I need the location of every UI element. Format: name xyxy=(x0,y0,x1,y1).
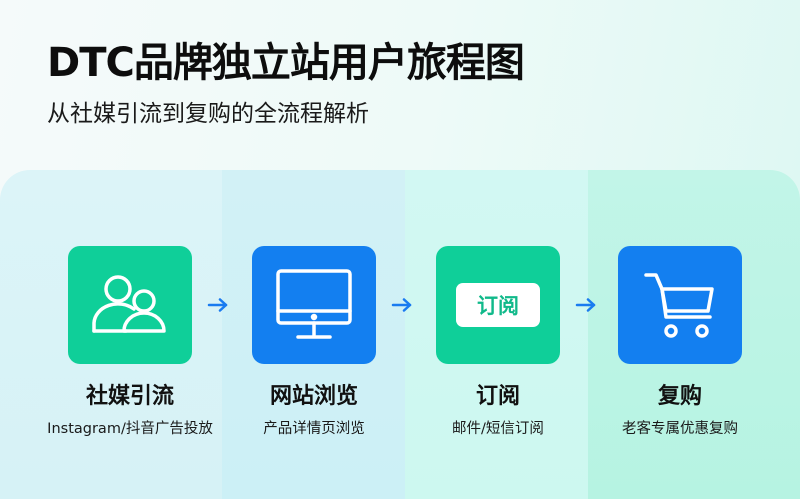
arrow-right-icon xyxy=(207,298,228,312)
step-social-traffic: 社媒引流 Instagram/抖音广告投放 xyxy=(47,246,213,438)
step-title: 网站浏览 xyxy=(269,384,358,409)
step-site-browse: 网站浏览 产品详情页浏览 xyxy=(252,246,376,438)
step-title: 社媒引流 xyxy=(85,384,174,409)
shopping-cart-icon xyxy=(644,273,714,338)
monitor-icon xyxy=(276,269,352,339)
step-description: 邮件/短信订阅 xyxy=(452,421,544,437)
subscribe-badge-icon: 订阅 xyxy=(456,283,540,327)
step-description: 产品详情页浏览 xyxy=(263,421,365,437)
journey-card: 社媒引流 Instagram/抖音广告投放 网站浏览 产品详情页浏览 订阅 订阅… xyxy=(0,170,800,499)
users-icon xyxy=(92,275,166,333)
step-icon-box xyxy=(252,246,376,364)
step-icon-box xyxy=(68,246,192,364)
step-icon-box xyxy=(618,246,742,364)
page-title: DTC品牌独立站用户旅程图 xyxy=(47,40,525,86)
step-repurchase: 复购 老客专属优惠复购 xyxy=(618,246,742,438)
step-icon-box: 订阅 xyxy=(436,246,560,364)
page-subtitle: 从社媒引流到复购的全流程解析 xyxy=(47,101,369,127)
step-description: Instagram/抖音广告投放 xyxy=(47,421,213,437)
arrow-right-icon xyxy=(575,298,596,312)
step-subscribe: 订阅 订阅 邮件/短信订阅 xyxy=(436,246,560,438)
step-title: 订阅 xyxy=(475,384,520,409)
step-title: 复购 xyxy=(657,384,702,409)
arrow-right-icon xyxy=(391,298,412,312)
step-description: 老客专属优惠复购 xyxy=(622,421,738,437)
